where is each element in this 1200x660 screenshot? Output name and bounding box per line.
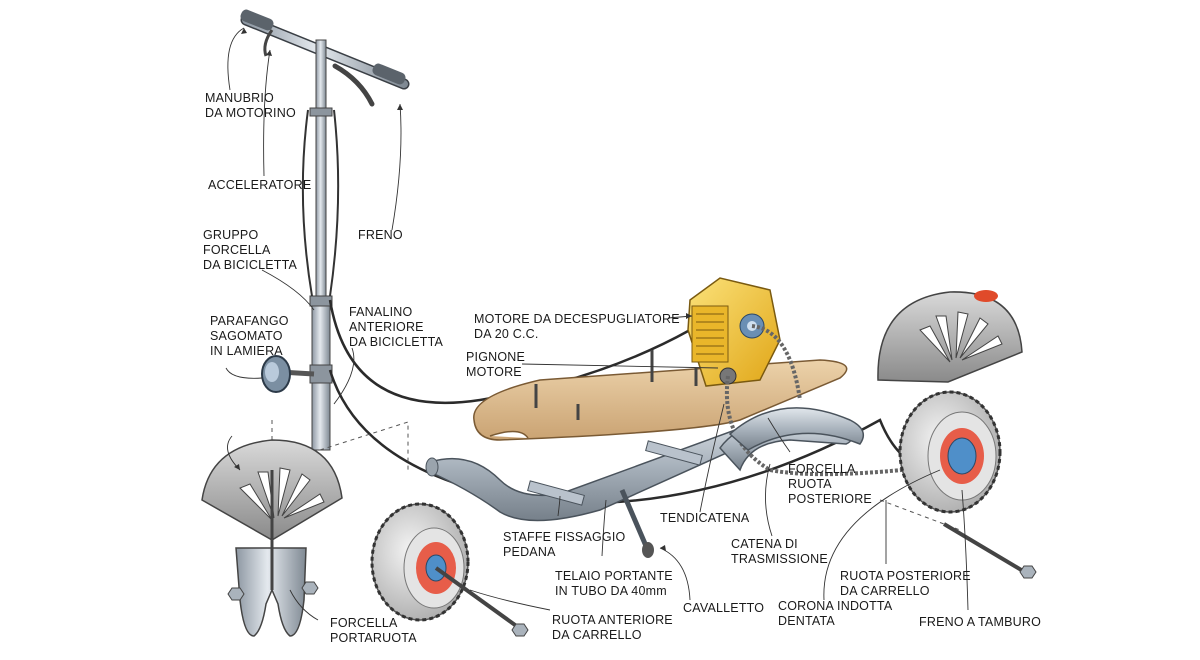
label-cavalletto-line1: CAVALLETTO xyxy=(683,601,765,615)
label-fanalino: FANALINO ANTERIORE DA BICICLETTA xyxy=(349,305,443,350)
label-forcella-ruota-posteriore: FORCELLA RUOTA POSTERIORE xyxy=(788,462,872,507)
label-acceleratore: ACCELERATORE xyxy=(208,178,311,193)
label-forcella-portaruota-line1: FORCELLA xyxy=(330,616,398,630)
rear-axle xyxy=(942,522,1030,576)
label-ruota-posteriore-line2: DA CARRELLO xyxy=(840,584,930,598)
label-acceleratore-line1: ACCELERATORE xyxy=(208,178,312,192)
label-parafango: PARAFANGO SAGOMATO IN LAMIERA xyxy=(210,314,289,359)
label-pignone: PIGNONE MOTORE xyxy=(466,350,525,380)
label-fanalino-line2: ANTERIORE xyxy=(349,320,424,334)
label-manubrio-line2: DA MOTORINO xyxy=(205,106,296,120)
label-ruota-anteriore: RUOTA ANTERIORE DA CARRELLO xyxy=(552,613,673,643)
drive-chain xyxy=(725,324,941,477)
label-motore-line2: DA 20 C.C. xyxy=(474,327,539,341)
front-wheel xyxy=(370,502,470,622)
label-freno-tamburo: FRENO A TAMBURO xyxy=(919,615,1041,630)
label-gruppo-forcella: GRUPPO FORCELLA DA BICICLETTA xyxy=(203,228,297,273)
leader-lines xyxy=(225,27,969,621)
label-fanalino-line1: FANALINO xyxy=(349,305,413,319)
front-axle xyxy=(434,566,524,632)
label-freno: FRENO xyxy=(358,228,403,243)
rear-mudguard xyxy=(877,290,1023,383)
label-tendicatena: TENDICATENA xyxy=(660,511,749,526)
leader-arrows xyxy=(234,28,692,551)
rear-fork xyxy=(728,407,865,451)
engine xyxy=(687,277,781,387)
assembly-lines xyxy=(271,420,961,560)
label-corona-line1: CORONA INDOTTA xyxy=(778,599,893,613)
label-cavalletto: CAVALLETTO xyxy=(683,601,764,616)
label-catena-line2: TRASMISSIONE xyxy=(731,552,828,566)
label-catena: CATENA DI TRASMISSIONE xyxy=(731,537,828,567)
label-telaio-line1: TELAIO PORTANTE xyxy=(555,569,673,583)
label-parafango-line2: SAGOMATO xyxy=(210,329,283,343)
deck-bolts xyxy=(534,350,698,420)
label-telaio: TELAIO PORTANTE IN TUBO DA 40mm xyxy=(555,569,673,599)
label-parafango-line1: PARAFANGO xyxy=(210,314,289,328)
label-fanalino-line3: DA BICICLETTA xyxy=(349,335,444,349)
label-pignone-line2: MOTORE xyxy=(466,365,522,379)
label-corona-line2: DENTATA xyxy=(778,614,835,628)
label-pignone-line1: PIGNONE xyxy=(466,350,526,364)
headlight xyxy=(261,355,315,393)
label-corona: CORONA INDOTTA DENTATA xyxy=(778,599,892,629)
label-ruota-anteriore-line2: DA CARRELLO xyxy=(552,628,642,642)
label-manubrio-line1: MANUBRIO xyxy=(205,91,274,105)
label-gruppo-forcella-line2: FORCELLA xyxy=(203,243,271,257)
rear-wheel xyxy=(898,390,1002,514)
label-forcella-ruota-posteriore-line1: FORCELLA xyxy=(788,462,856,476)
label-staffe: STAFFE FISSAGGIO PEDANA xyxy=(503,530,625,560)
label-parafango-line3: IN LAMIERA xyxy=(210,344,283,358)
label-forcella-portaruota: FORCELLA PORTARUOTA xyxy=(330,616,417,646)
rear-axle-nut xyxy=(1019,565,1037,579)
label-telaio-line2: IN TUBO DA 40mm xyxy=(555,584,667,598)
label-manubrio: MANUBRIO DA MOTORINO xyxy=(205,91,296,121)
label-tendicatena-line1: TENDICATENA xyxy=(660,511,750,525)
label-forcella-ruota-posteriore-line2: RUOTA xyxy=(788,477,832,491)
label-staffe-line2: PEDANA xyxy=(503,545,556,559)
steering-column xyxy=(301,39,340,451)
label-gruppo-forcella-line3: DA BICICLETTA xyxy=(203,258,298,272)
label-ruota-posteriore: RUOTA POSTERIORE DA CARRELLO xyxy=(840,569,971,599)
label-forcella-portaruota-line2: PORTARUOTA xyxy=(330,631,417,645)
label-staffe-line1: STAFFE FISSAGGIO xyxy=(503,530,626,544)
front-axle-nut xyxy=(511,623,529,637)
label-freno-tamburo-line1: FRENO A TAMBURO xyxy=(919,615,1042,629)
label-freno-line1: FRENO xyxy=(358,228,403,242)
label-catena-line1: CATENA DI xyxy=(731,537,798,551)
front-fork xyxy=(227,470,319,637)
cables xyxy=(328,299,941,505)
label-gruppo-forcella-line1: GRUPPO xyxy=(203,228,259,242)
label-forcella-ruota-posteriore-line3: POSTERIORE xyxy=(788,492,872,506)
label-ruota-anteriore-line1: RUOTA ANTERIORE xyxy=(552,613,673,627)
label-motore-line1: MOTORE DA DECESPUGLIATORE xyxy=(474,312,680,326)
label-motore: MOTORE DA DECESPUGLIATORE DA 20 C.C. xyxy=(474,312,680,342)
label-ruota-posteriore-line1: RUOTA POSTERIORE xyxy=(840,569,971,583)
